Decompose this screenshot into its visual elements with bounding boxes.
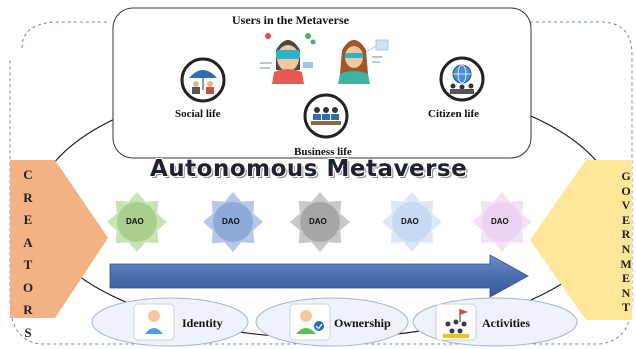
dao-label: DAO — [401, 217, 419, 226]
identity-label: Identity — [182, 316, 223, 330]
creators-letter: R — [23, 302, 33, 317]
government-arrow — [530, 160, 632, 320]
vr-user-icon — [260, 33, 316, 84]
dao-label: DAO — [222, 217, 240, 226]
social-life-label: Social life — [175, 108, 221, 120]
government-letter: E — [621, 271, 630, 286]
government-letter: V — [621, 198, 631, 213]
dao-circle — [392, 202, 432, 242]
users-metaverse-title: Users in the Metaverse — [232, 13, 349, 27]
dao-label: DAO — [126, 217, 144, 226]
dao-group — [107, 192, 532, 252]
creators-letter: R — [23, 189, 33, 205]
ownership-label: Ownership — [334, 316, 391, 330]
dao-circle — [213, 202, 253, 242]
social-life-icon — [180, 57, 226, 103]
government-letter: M — [620, 256, 632, 271]
government-letter: T — [621, 300, 630, 315]
activities-icon — [435, 303, 477, 341]
government-letter: G — [621, 169, 631, 183]
creators-letter: S — [24, 324, 32, 340]
outer-dashed-boundary — [9, 21, 633, 345]
creators-letter: O — [22, 279, 34, 295]
business-life-icon — [303, 93, 349, 139]
flow-arrow — [109, 254, 529, 298]
government-letter: O — [621, 183, 631, 198]
autonomous-metaverse-title: Autonomous Metaverse — [150, 156, 468, 182]
identity-icon — [133, 303, 175, 341]
business-life-label: Business life — [294, 146, 352, 158]
activities-label: Activities — [482, 316, 530, 330]
citizen-life-icon — [439, 56, 485, 102]
dao-circle — [300, 202, 340, 242]
dao-label: DAO — [491, 217, 509, 226]
ar-user-icon — [338, 39, 389, 84]
government-letter: N — [621, 241, 631, 256]
creators-arrow — [10, 160, 108, 318]
creators-letter: T — [23, 257, 33, 272]
government-letter: N — [621, 285, 631, 300]
creators-letter: E — [23, 212, 33, 227]
creators-letter: A — [23, 234, 33, 250]
dao-circle — [117, 202, 157, 242]
government-letter: R — [621, 227, 631, 242]
creators-letter: C — [23, 167, 33, 182]
users-box — [112, 7, 532, 159]
government-letter: E — [621, 212, 630, 227]
dao-circle — [482, 202, 522, 242]
citizen-life-label: Citizen life — [428, 108, 480, 120]
ownership-icon — [289, 303, 331, 341]
dao-label: DAO — [309, 217, 327, 226]
